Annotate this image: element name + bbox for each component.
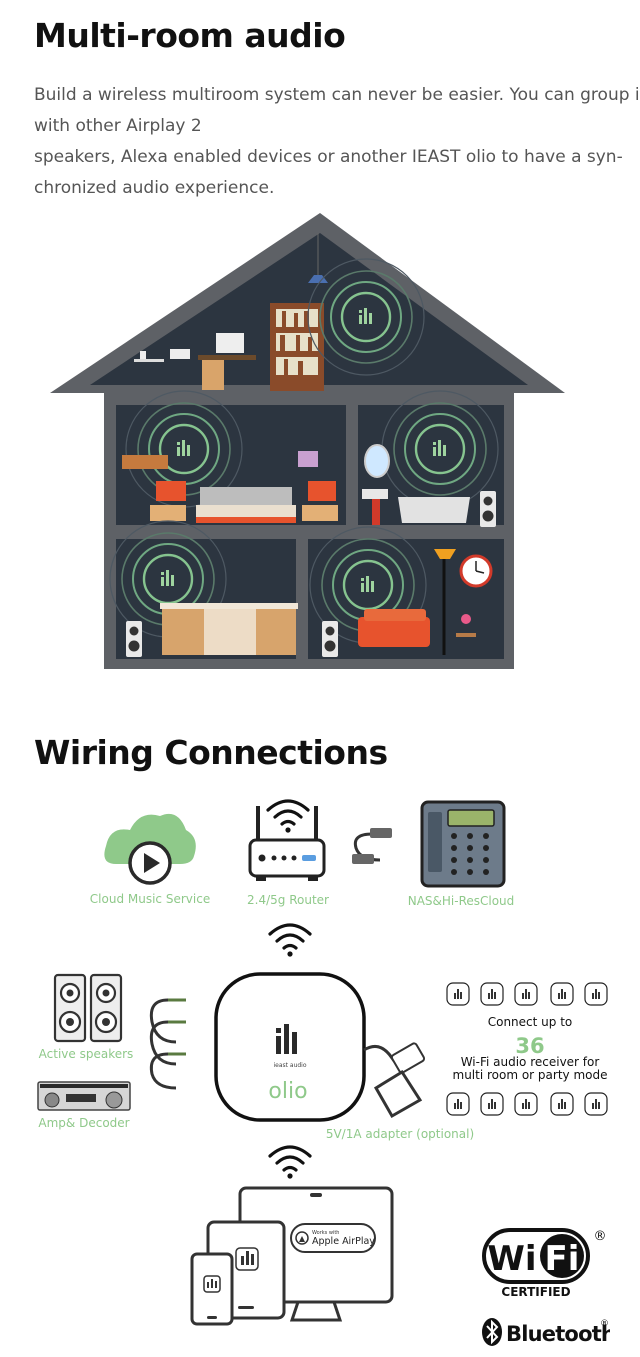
label-nas: NAS&Hi-ResCloud: [408, 894, 515, 908]
audio-cable-icon: [149, 998, 186, 1090]
active-speakers-icon: [53, 973, 123, 1043]
device-brand: olio: [268, 1079, 307, 1104]
intro-line: chronized audio experience.: [34, 178, 275, 198]
wifi-certified-badge: Wi Fi ® CERTIFIED: [482, 1228, 607, 1299]
intro-paragraph: Build a wireless multiroom system can ne…: [34, 80, 640, 204]
section-title-wiring: Wiring Connections: [34, 733, 388, 772]
device-brand-small: ieast audio: [273, 1062, 306, 1069]
label-active-speakers: Active speakers: [39, 1047, 134, 1061]
label-router: 2.4/5g Router: [247, 893, 329, 907]
label-cloud-music: Cloud Music Service: [90, 892, 210, 906]
cloud-music-icon: [104, 813, 196, 885]
wifi-badge-right: Fi: [545, 1239, 580, 1279]
wifi-icon: [268, 923, 312, 959]
connect-prefix: Connect up to: [488, 1015, 573, 1029]
connect-count: 36: [515, 1034, 544, 1058]
bluetooth-wordmark: Bluetooth: [506, 1322, 610, 1346]
intro-line: Build a wireless multiroom system can ne…: [34, 85, 640, 105]
bluetooth-icon: [482, 1318, 502, 1346]
house-illustration: [50, 213, 565, 669]
wifi-badge-left: Wi: [487, 1239, 536, 1279]
connect-line1: Wi-Fi audio receiver for: [461, 1055, 600, 1069]
wifi-badge-registered: ®: [594, 1229, 607, 1244]
power-adapter-icon: [363, 1042, 426, 1119]
airplay-small: Works with: [312, 1230, 339, 1236]
section-title-multiroom: Multi-room audio: [34, 16, 346, 55]
connect-line2: multi room or party mode: [453, 1068, 608, 1082]
bluetooth-badge: Bluetooth ®: [482, 1318, 610, 1346]
router-icon: [248, 799, 326, 881]
airplay-label: Apple AirPlay: [312, 1236, 375, 1247]
receiver-group-bottom: [446, 1092, 608, 1116]
wiring-diagram: Cloud Music Service 2.4/5g Router: [37, 799, 608, 1326]
wifi-icon: [268, 1145, 312, 1181]
olio-device: [214, 972, 366, 1122]
wifi-badge-certified: CERTIFIED: [501, 1285, 570, 1299]
intro-line: speakers, Alexa enabled devices or anoth…: [34, 147, 623, 167]
amp-decoder-icon: [37, 1081, 131, 1111]
nas-icon: [420, 800, 506, 888]
receiver-group-top: [446, 982, 608, 1006]
label-amp-decoder: Amp& Decoder: [38, 1116, 129, 1130]
ethernet-cable-icon: [352, 828, 392, 864]
intro-line: with other Airplay 2: [34, 116, 202, 136]
label-adapter: 5V/1A adapter (optional): [326, 1127, 474, 1141]
phone-icon: [190, 1252, 234, 1326]
bluetooth-registered: ®: [600, 1319, 609, 1329]
